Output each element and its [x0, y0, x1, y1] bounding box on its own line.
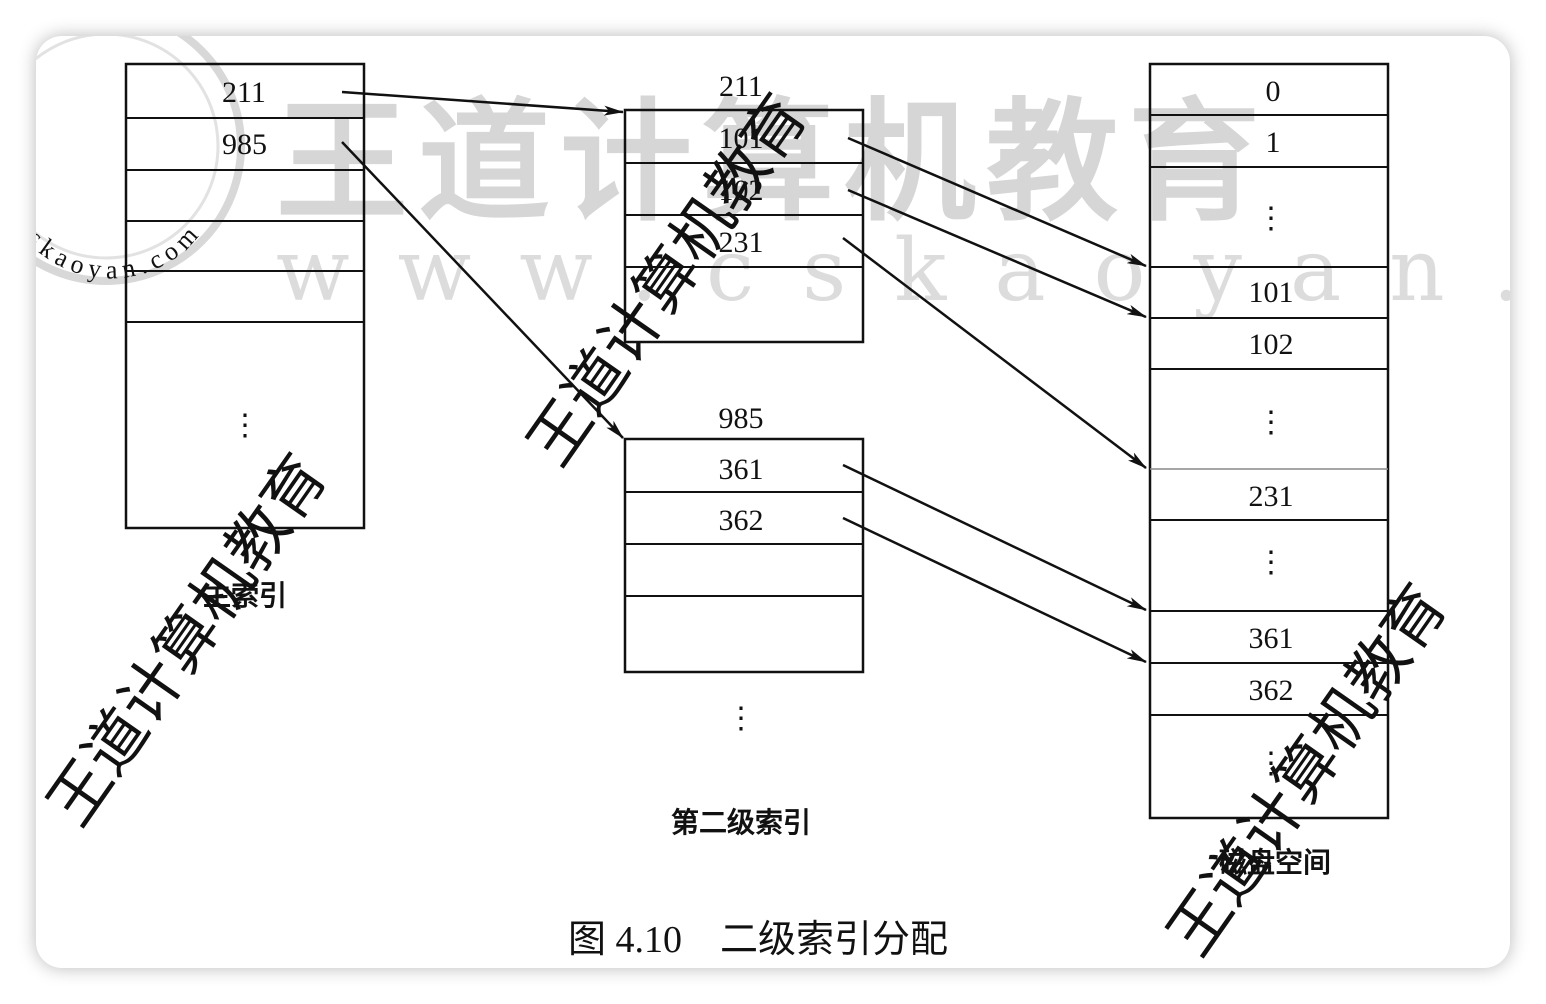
primary-index-entry: 985 [222, 128, 267, 161]
secondary-block-header: 985 [719, 402, 764, 435]
watermark-diagonal: 王道计算机教育 [516, 84, 821, 479]
secondary-block-entry: 101 [719, 122, 764, 155]
disk-cell: 361 [1249, 622, 1294, 655]
watermark-diagonal: 王道计算机教育 [1156, 574, 1461, 969]
watermark-url: www.cskaoyan.com [276, 221, 1510, 321]
secondary-block-entry: 362 [719, 504, 764, 537]
disk-cell: ⋮ [1256, 406, 1286, 439]
disk-cell: 1 [1266, 126, 1281, 159]
disk-cell: 362 [1249, 674, 1294, 707]
figure-card: 王道计算机教育 www.cskaoyan.com cskaoyan.com [36, 36, 1510, 968]
pointer-arrows [341, 90, 1147, 664]
watermark-diagonal: 王道计算机教育 [36, 444, 341, 839]
secondary-block-box [623, 437, 865, 674]
secondary-block-entry: 361 [719, 453, 764, 486]
disk-space: 0 1 ⋮ 101 102 ⋮ 231 ⋮ 361 362 ⋮ 磁盘空间 [1148, 62, 1390, 879]
secondary-block-box [623, 108, 865, 344]
disk-cell: 231 [1249, 480, 1294, 513]
watermark-logo-icon: cskaoyan.com [36, 36, 245, 285]
primary-index: 211 985 ⋮ 主索引 [124, 62, 366, 612]
secondary-index-ellipsis: ⋮ [726, 702, 756, 735]
primary-index-ellipsis: ⋮ [230, 409, 260, 442]
primary-index-entry: 211 [222, 76, 266, 109]
secondary-block-entry: 102 [719, 174, 764, 207]
arrow-icon [847, 188, 1147, 319]
primary-index-box [124, 62, 366, 530]
arrow-icon [842, 516, 1147, 664]
arrow-icon [847, 136, 1147, 268]
secondary-block-header: 211 [719, 70, 763, 103]
disk-cell: ⋮ [1256, 546, 1286, 579]
arrow-icon [842, 463, 1147, 612]
figure-caption: 图 4.10 二级索引分配 [568, 919, 948, 961]
disk-space-box [1148, 62, 1390, 820]
disk-cell: ⋮ [1256, 202, 1286, 235]
disk-cell: 0 [1266, 75, 1281, 108]
disk-cell: 102 [1249, 328, 1294, 361]
secondary-index-block: 985 361 362 [623, 402, 865, 674]
arrow-icon [341, 141, 624, 439]
secondary-index-label: 第二级索引 [671, 806, 811, 839]
primary-index-label: 主索引 [203, 579, 287, 612]
secondary-block-entry: 231 [719, 226, 764, 259]
arrow-icon [341, 90, 624, 116]
disk-cell: ⋮ [1256, 747, 1286, 780]
disk-cell: 101 [1249, 276, 1294, 309]
secondary-index-block: 211 101 102 231 [623, 70, 865, 344]
arrow-icon [842, 237, 1147, 469]
disk-space-label: 磁盘空间 [1219, 846, 1331, 879]
